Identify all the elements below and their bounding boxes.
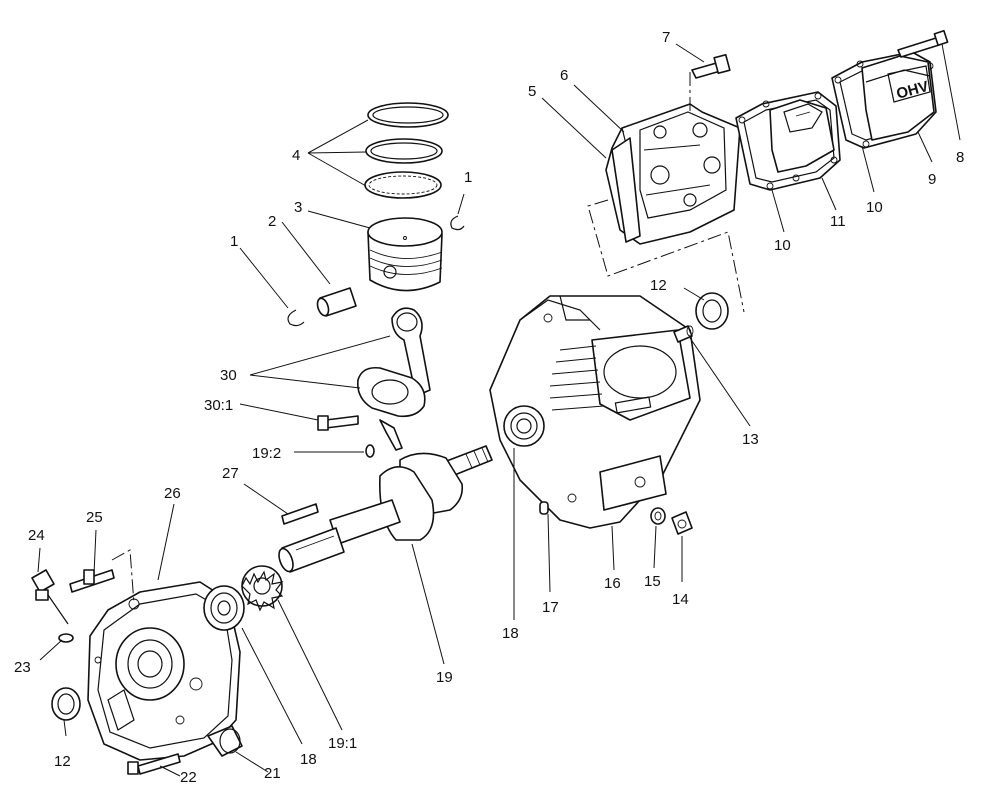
valve-cover-bolt: [897, 29, 949, 58]
callout-24: 24: [28, 527, 45, 544]
callout-labels: 4 3 2 1 1 30 30:1 19:2 27 26 25 24 23 12…: [14, 29, 964, 786]
callout-23: 23: [14, 659, 31, 676]
cylinder-dowel: [673, 325, 694, 343]
callout-15: 15: [644, 573, 661, 590]
piston: [367, 217, 443, 292]
callout-1-left: 1: [230, 233, 238, 250]
callout-8: 8: [956, 149, 964, 166]
cover-main-bearing: [203, 585, 245, 631]
cover-bolt: [127, 753, 181, 775]
callout-14: 14: [672, 591, 689, 608]
callout-30: 30: [220, 367, 237, 384]
crankcase-cover: [87, 581, 241, 761]
connecting-rod: [356, 307, 431, 451]
rod-bolt: [317, 415, 359, 431]
dipstick-o-ring: [58, 633, 74, 643]
callout-27: 27: [222, 465, 239, 482]
crankcase: [489, 295, 701, 529]
leader-lines: [37, 43, 961, 777]
piston-pin-clip-right: [450, 215, 465, 231]
rod-dowel: [365, 444, 375, 458]
callout-10-left: 10: [774, 237, 791, 254]
callout-22: 22: [180, 769, 197, 786]
drain-plug: [671, 511, 693, 535]
callout-13: 13: [742, 431, 759, 448]
callout-11: 11: [830, 213, 846, 230]
callout-30-1: 30:1: [204, 397, 233, 414]
callout-6: 6: [560, 67, 568, 84]
callout-26: 26: [164, 485, 181, 502]
cylinder-oil-seal: [695, 292, 729, 330]
callout-19-1: 19:1: [328, 735, 357, 752]
head-alignment-line: [587, 199, 745, 313]
cover-oil-seal: [51, 687, 81, 721]
callout-16: 16: [604, 575, 621, 592]
crankshaft-key: [281, 503, 319, 525]
piston-rings: [364, 102, 449, 199]
callout-3: 3: [294, 199, 302, 216]
cover-bolt-alignment-line: [111, 549, 135, 605]
crankcase-dowel: [539, 501, 549, 515]
cover-stud-bolt: [69, 569, 115, 593]
head-bolt: [691, 53, 731, 79]
callout-12-cover: 12: [54, 753, 71, 770]
oil-filler-neck: [207, 725, 243, 757]
head-gasket: [611, 137, 641, 243]
callout-12-case: 12: [650, 277, 667, 294]
callout-25: 25: [86, 509, 103, 526]
drain-plug-washer: [650, 507, 666, 525]
breather-cover: [769, 99, 835, 173]
crankcase-main-bearing: [503, 405, 545, 447]
dipstick: [31, 569, 69, 625]
callout-1-right: 1: [464, 169, 472, 186]
callout-17: 17: [542, 599, 559, 616]
crankshaft: [278, 445, 493, 573]
crankshaft-gear: [241, 565, 284, 612]
callout-21: 21: [264, 765, 281, 782]
callout-19-2: 19:2: [252, 445, 281, 462]
callout-10-right: 10: [866, 199, 883, 216]
callout-18-cover: 18: [300, 751, 317, 768]
piston-pin-clip-left: [287, 309, 305, 327]
callout-4: 4: [292, 147, 300, 164]
callout-18-case: 18: [502, 625, 519, 642]
callout-9: 9: [928, 171, 936, 188]
callout-2: 2: [268, 213, 276, 230]
callout-5: 5: [528, 83, 536, 100]
callout-7: 7: [662, 29, 670, 46]
callout-19: 19: [436, 669, 453, 686]
piston-pin: [316, 287, 357, 317]
valve-cover: OHV: [861, 55, 935, 141]
